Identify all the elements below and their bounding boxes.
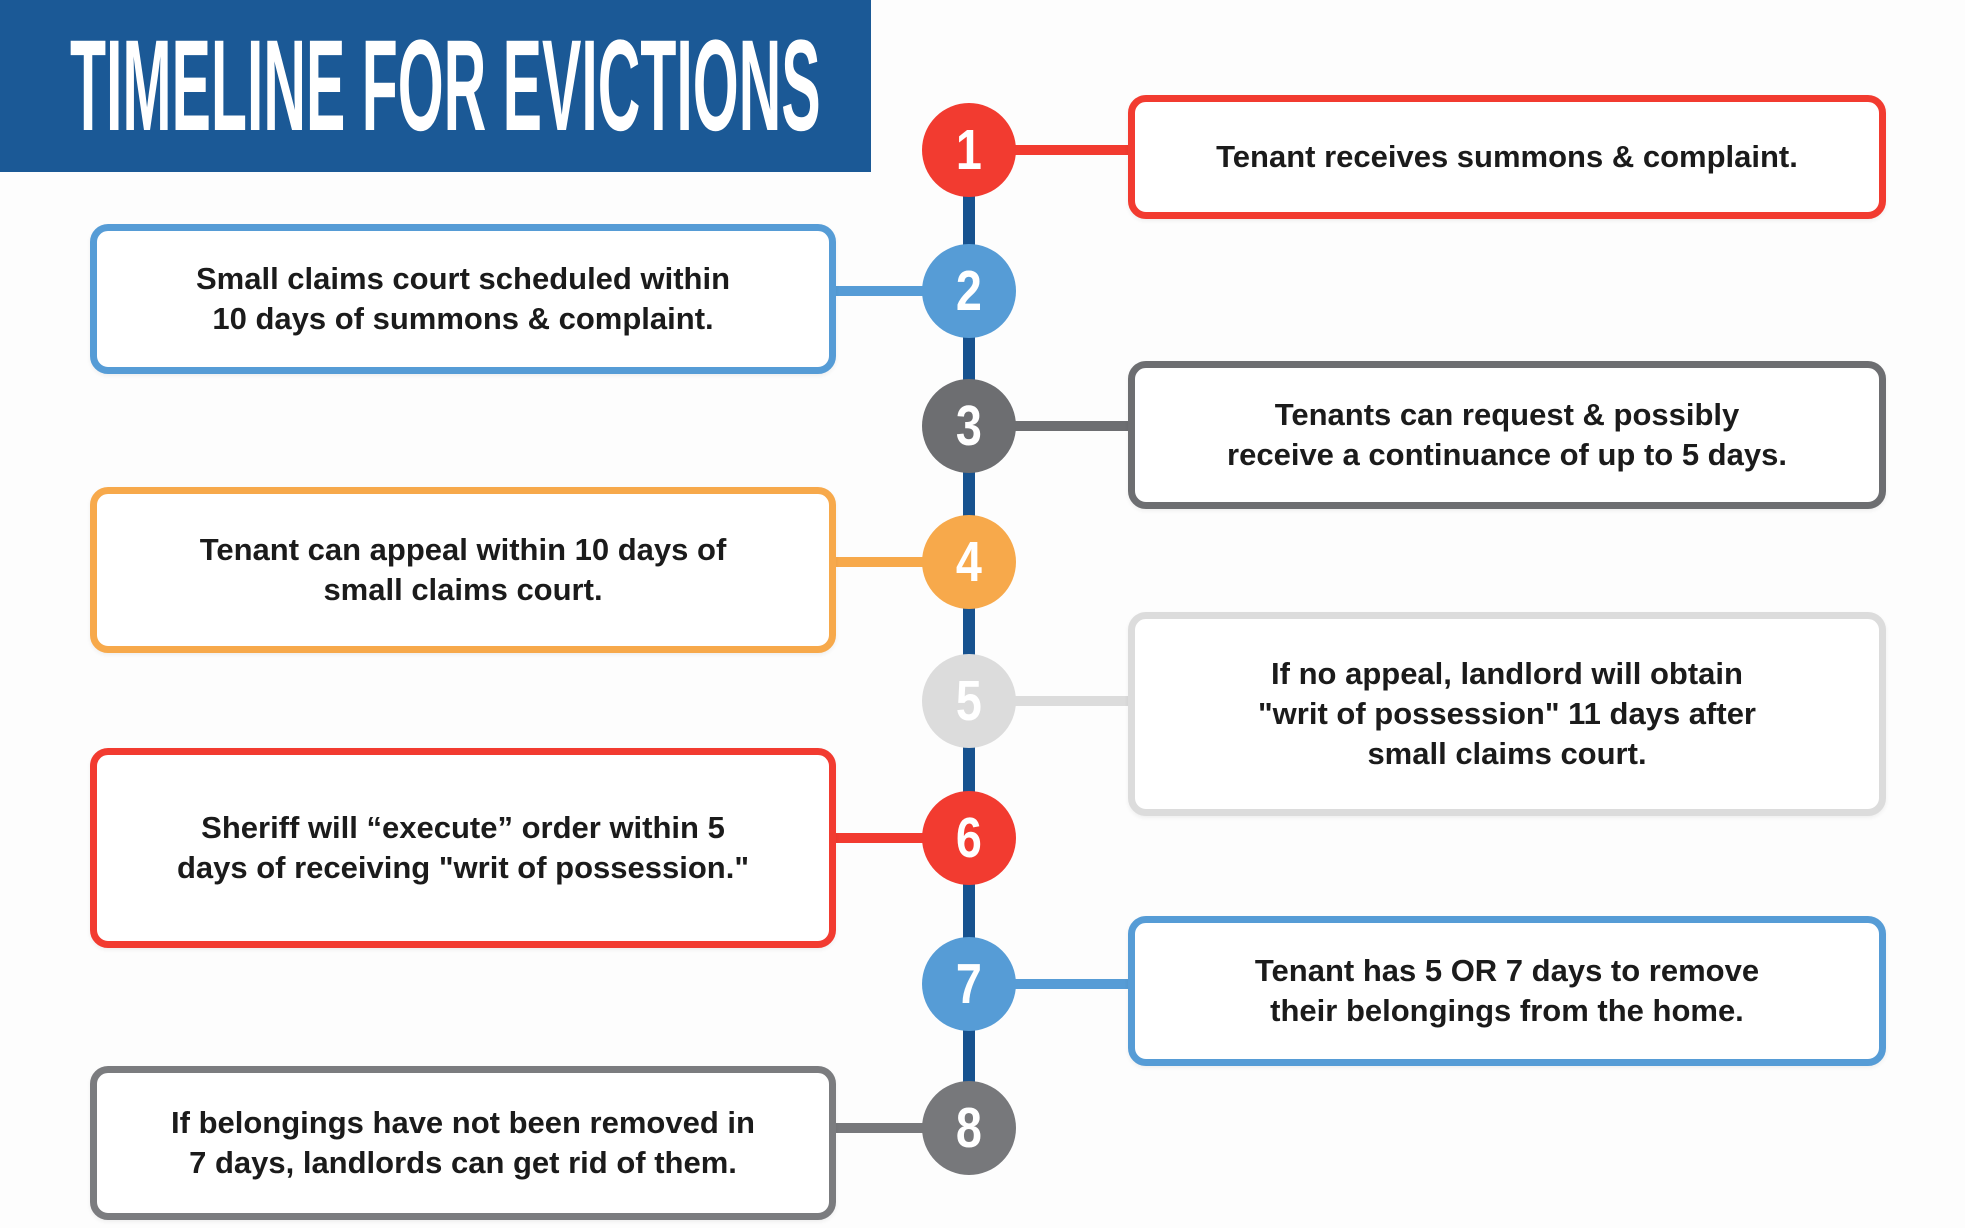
step-7-box: Tenant has 5 OR 7 days to remove their b…: [1128, 916, 1886, 1066]
step-5-box: If no appeal, landlord will obtain "writ…: [1128, 612, 1886, 816]
step-7-number: 7: [955, 951, 982, 1016]
step-1-text: Tenant receives summons & complaint.: [1216, 139, 1798, 174]
step-3-box: Tenants can request & possibly receive a…: [1128, 361, 1886, 509]
step-8-text-line-1: If belongings have not been removed in: [171, 1105, 755, 1140]
step-6-circle: 6: [922, 791, 1016, 885]
step-8-circle: 8: [922, 1081, 1016, 1175]
step-3-number: 3: [955, 393, 982, 458]
step-8-connector: [822, 1123, 969, 1133]
step-2-connector: [822, 286, 969, 296]
page-title: TIMELINE FOR EVICTIONS: [70, 13, 821, 159]
step-1-circle: 1: [922, 103, 1016, 197]
step-7-text-line-2: their belongings from the home.: [1270, 993, 1744, 1028]
step-3-circle: 3: [922, 379, 1016, 473]
step-8-box: If belongings have not been removed in 7…: [90, 1066, 836, 1220]
step-2-box: Small claims court scheduled within 10 d…: [90, 224, 836, 374]
step-4-box: Tenant can appeal within 10 days of smal…: [90, 487, 836, 653]
step-1-number: 1: [955, 117, 982, 182]
step-2-text-line-2: 10 days of summons & complaint.: [212, 301, 714, 336]
step-6-text-line-1: Sheriff will “execute” order within 5: [201, 810, 725, 845]
step-7-text-line-1: Tenant has 5 OR 7 days to remove: [1254, 953, 1760, 988]
step-4-circle: 4: [922, 515, 1016, 609]
step-2-number: 2: [955, 258, 982, 323]
step-5-circle: 5: [922, 654, 1016, 748]
step-6-number: 6: [955, 805, 982, 870]
step-4-connector: [822, 557, 969, 567]
step-6-text-line-2: days of receiving "writ of possession.": [176, 850, 750, 885]
step-1-connector: [969, 145, 1128, 155]
step-6-box: Sheriff will “execute” order within 5 da…: [90, 748, 836, 948]
step-2-circle: 2: [922, 244, 1016, 338]
step-5-text-line-3: small claims court.: [1367, 736, 1647, 771]
step-6-connector: [822, 833, 969, 843]
step-8-number: 8: [955, 1095, 982, 1160]
step-5-number: 5: [955, 668, 982, 733]
step-5-connector: [969, 696, 1128, 706]
step-4-text-line-2: small claims court.: [323, 572, 603, 607]
step-2-text-line-1: Small claims court scheduled within: [195, 261, 731, 296]
step-4-number: 4: [955, 529, 982, 594]
step-7-connector: [969, 979, 1128, 989]
step-3-text-line-1: Tenants can request & possibly: [1274, 397, 1740, 432]
step-5-text-line-1: If no appeal, landlord will obtain: [1271, 656, 1743, 691]
step-3-connector: [969, 421, 1128, 431]
step-7-circle: 7: [922, 937, 1016, 1031]
step-4-text-line-1: Tenant can appeal within 10 days of: [199, 532, 727, 567]
step-5-text-line-2: "writ of possession" 11 days after: [1257, 696, 1756, 731]
step-8-text-line-2: 7 days, landlords can get rid of them.: [189, 1145, 737, 1180]
header-banner: TIMELINE FOR EVICTIONS: [0, 0, 871, 172]
step-3-text-line-2: receive a continuance of up to 5 days.: [1227, 437, 1787, 472]
step-1-box: Tenant receives summons & complaint.: [1128, 95, 1886, 219]
